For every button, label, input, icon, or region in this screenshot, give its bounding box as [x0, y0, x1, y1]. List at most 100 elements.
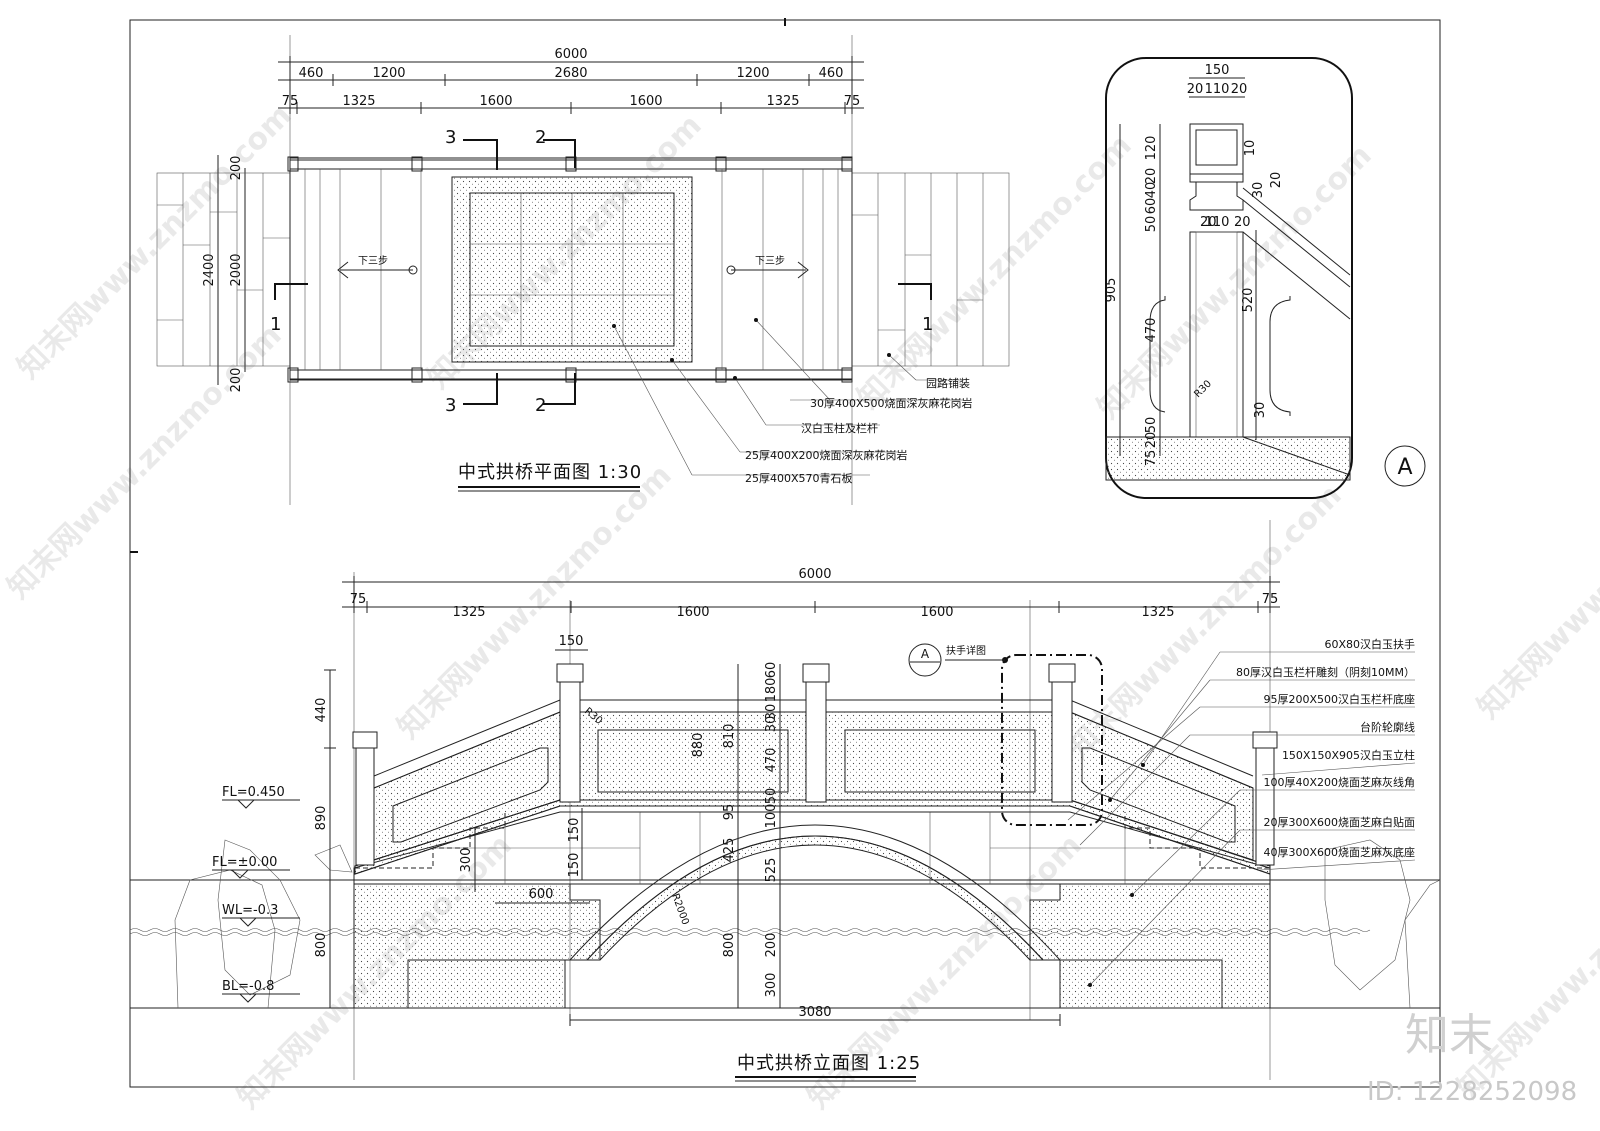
plan-note: 25厚400X200烧面深灰麻花岗岩 — [745, 448, 908, 462]
elev-note: 60X80汉白玉扶手 — [1324, 637, 1415, 651]
detail-dim: 20 — [1234, 215, 1251, 230]
section-mark: 1 — [922, 314, 933, 335]
arrow-label: 下三步 — [358, 255, 388, 267]
section-mark: 2 — [535, 395, 546, 416]
plan-title: 中式拱桥平面图 1:30 — [458, 462, 642, 483]
elev-dim: 300 — [459, 848, 474, 873]
elev-note: 150X150X905汉白玉立柱 — [1282, 748, 1415, 762]
brand-id: ID: 1228252098 — [1367, 1077, 1577, 1107]
level-label: FL=0.450 — [222, 785, 285, 800]
elev-dim: 425 — [722, 838, 737, 863]
plan-leaders — [613, 319, 964, 476]
section-marks: 1 1 2 2 3 3 — [270, 127, 933, 416]
watermark-text: 知末网www.znzmo.com — [1471, 438, 1600, 726]
detail-dim: 905 — [1104, 278, 1119, 303]
elev-note: 40厚300X600烧面芝麻灰底座 — [1263, 845, 1415, 859]
elev-dim: 890 — [314, 806, 329, 831]
plan-dim: 2680 — [554, 66, 587, 81]
elev-dim: 100 — [764, 804, 779, 829]
arch-radius: R2000 — [669, 892, 690, 926]
plan-dim: 1600 — [629, 94, 662, 109]
elev-dim: 150 — [559, 634, 584, 649]
watermark-text: 知末网www.znzmo.com — [1061, 478, 1349, 766]
detail-dim: 50 — [1144, 216, 1159, 233]
plan-dim-total: 6000 — [554, 47, 587, 62]
elevation-view: 6000 75 1325 1600 1600 1325 75 150 — [129, 520, 1441, 1082]
detail-dim: 20 — [1269, 172, 1284, 189]
detail-dim: 20 — [1144, 432, 1159, 449]
elev-dim: 470 — [764, 748, 779, 773]
detail-dim: 20 — [1231, 82, 1248, 97]
detail-dim: 75 — [1144, 450, 1159, 467]
detail-dim: 20 — [1187, 82, 1204, 97]
elev-dim: 75 — [350, 592, 367, 607]
down-steps-arrow-left: 下三步 — [337, 255, 418, 279]
detail-dim: 60 — [1144, 198, 1159, 215]
detail-radius: R30 — [1192, 378, 1214, 400]
elev-dim: 75 — [1262, 592, 1279, 607]
elev-dim: 50 — [764, 788, 779, 805]
plan-note: 30厚400X500烧面深灰麻花岗岩 — [810, 396, 973, 410]
elev-dim: 150 — [567, 853, 582, 878]
detail-dim: 520 — [1241, 288, 1256, 313]
detail-marker — [1384, 445, 1426, 487]
detail-dim: 50 — [1144, 417, 1159, 434]
elev-dim: 180 — [764, 678, 779, 703]
elev-dim: 1600 — [676, 605, 709, 620]
section-mark: 2 — [535, 127, 546, 148]
detail-dim: 470 — [1144, 318, 1159, 343]
brand-logo: 知末 — [1405, 1010, 1493, 1061]
detail-a: A 150 20 110 20 20 110 20 905 — [1104, 57, 1426, 499]
elev-dim: 200 — [764, 933, 779, 958]
elevation-title: 中式拱桥立面图 1:25 — [737, 1053, 921, 1074]
section-mark: 3 — [445, 395, 456, 416]
callout-label: 扶手详图 — [946, 644, 986, 657]
detail-dim: 110 — [1205, 215, 1230, 230]
elev-note: 95厚200X500汉白玉栏杆底座 — [1263, 692, 1415, 706]
level-label: WL=-0.3 — [222, 903, 278, 918]
elev-note: 台阶轮廓线 — [1360, 720, 1415, 734]
elev-note: 100厚40X200烧面芝麻灰线角 — [1263, 775, 1415, 789]
elev-dim: 95 — [722, 804, 737, 821]
down-steps-arrow-right: 下三步 — [726, 255, 809, 279]
elev-dim: 1325 — [452, 605, 485, 620]
detail-dim: 110 — [1205, 82, 1230, 97]
plan-dim: 75 — [844, 94, 861, 109]
elev-note: 80厚汉白玉栏杆雕刻（阴刻10MM） — [1236, 665, 1415, 679]
plan-dim: 2400 — [202, 253, 217, 286]
detail-dim: 120 — [1144, 136, 1159, 161]
detail-marker-label: A — [1397, 455, 1412, 480]
plan-dim: 460 — [819, 66, 844, 81]
detail-dim: 20 — [1200, 215, 1217, 230]
plan-dim: 200 — [229, 156, 244, 181]
plan-note: 园路铺装 — [926, 377, 970, 390]
elev-dim: 880 — [691, 733, 706, 758]
plan-dim: 75 — [282, 94, 299, 109]
section-mark: 1 — [270, 314, 281, 335]
elev-dim: 300 — [764, 973, 779, 998]
elev-dim: 800 — [314, 933, 329, 958]
detail-dim: 30 — [1251, 182, 1266, 199]
level-marks: FL=0.450 FL=±0.00 WL=-0.3 BL=-0.8 — [212, 785, 300, 1003]
elev-dim: 800 — [722, 933, 737, 958]
elev-note: 20厚300X600烧面芝麻白贴面 — [1263, 815, 1415, 829]
plan-dim: 1200 — [736, 66, 769, 81]
elev-dim: 440 — [314, 698, 329, 723]
elev-leaders — [1067, 651, 1416, 986]
elev-dim: 150 — [567, 818, 582, 843]
plan-dim: 2000 — [229, 253, 244, 286]
plan-note: 汉白玉柱及栏杆 — [801, 421, 878, 435]
section-mark: 3 — [445, 127, 456, 148]
callout-marker: A — [921, 647, 930, 661]
elev-dim: 30 — [764, 704, 779, 721]
plan-dim: 1200 — [372, 66, 405, 81]
detail-dim: 40 — [1144, 182, 1159, 199]
detail-dim: 10 — [1243, 140, 1258, 157]
watermark-text: 知末网www.znzmo.com — [391, 458, 679, 746]
detail-dim: 20 — [1144, 168, 1159, 185]
elev-dim: 30 — [764, 716, 779, 733]
arrow-label: 下三步 — [755, 255, 785, 267]
elev-dim: 600 — [529, 887, 554, 902]
plan-dim: 1600 — [479, 94, 512, 109]
